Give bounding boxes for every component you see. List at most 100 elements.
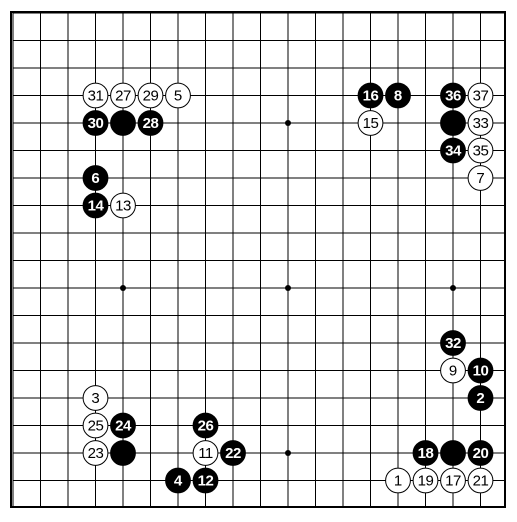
- white-stone[interactable]: 17: [440, 467, 466, 494]
- move-number: 1: [394, 473, 402, 490]
- stone-disc: [440, 440, 466, 466]
- black-stone[interactable]: 24: [110, 412, 136, 439]
- white-stone[interactable]: 27: [110, 82, 136, 109]
- white-stone[interactable]: 5: [165, 82, 191, 109]
- stone-disc: [82, 82, 109, 109]
- stone-disc: [467, 137, 494, 164]
- move-number: 10: [473, 363, 489, 380]
- white-stone[interactable]: 7: [467, 165, 494, 191]
- black-stone[interactable]: [110, 440, 136, 466]
- move-number: 37: [473, 88, 489, 105]
- move-number: 27: [115, 88, 131, 105]
- stone-disc: [357, 110, 384, 136]
- black-stone[interactable]: [440, 110, 466, 136]
- stone-disc: [192, 412, 219, 439]
- white-stone[interactable]: 29: [137, 82, 164, 109]
- white-stone[interactable]: 11: [192, 440, 219, 466]
- move-number: 21: [473, 473, 489, 490]
- move-number: 22: [225, 445, 241, 462]
- stone-disc: [440, 82, 466, 109]
- stone-disc: [467, 110, 494, 136]
- black-stone[interactable]: 20: [467, 440, 494, 466]
- stone-disc: [137, 82, 164, 109]
- stone-disc: [192, 467, 219, 494]
- stone-disc: [192, 440, 219, 466]
- star-point: [285, 120, 291, 126]
- stone-disc: [467, 385, 494, 411]
- black-stone[interactable]: 34: [440, 137, 466, 164]
- white-stone[interactable]: 35: [467, 137, 494, 164]
- black-stone[interactable]: 12: [192, 467, 219, 494]
- black-stone[interactable]: 26: [192, 412, 219, 439]
- white-stone[interactable]: 19: [412, 467, 439, 494]
- stone-disc: [440, 330, 466, 356]
- stone-disc: [412, 467, 439, 494]
- move-number: 5: [174, 88, 182, 105]
- white-stone[interactable]: 15: [357, 110, 384, 136]
- black-stone[interactable]: 16: [357, 82, 384, 109]
- stone-disc: [357, 82, 384, 109]
- move-number: 34: [445, 143, 462, 160]
- black-stone[interactable]: 28: [137, 110, 164, 136]
- white-stone[interactable]: 25: [82, 412, 109, 439]
- move-number: 23: [88, 445, 104, 462]
- black-stone[interactable]: [440, 440, 466, 466]
- move-number: 8: [394, 88, 402, 105]
- move-number: 20: [473, 445, 489, 462]
- stone-disc: [220, 440, 246, 466]
- move-number: 17: [445, 473, 461, 490]
- black-stone[interactable]: [110, 110, 136, 136]
- black-stone[interactable]: 30: [82, 110, 109, 136]
- stone-disc: [82, 110, 109, 136]
- stone-disc: [82, 440, 109, 466]
- stone-disc: [440, 137, 466, 164]
- black-stone[interactable]: 36: [440, 82, 466, 109]
- black-stone[interactable]: 4: [165, 467, 191, 494]
- stone-disc: [467, 467, 494, 494]
- stone-disc: [82, 412, 109, 439]
- move-number: 28: [143, 115, 159, 132]
- white-stone[interactable]: 33: [467, 110, 494, 136]
- move-number: 9: [449, 363, 457, 380]
- stone-disc: [467, 357, 494, 384]
- black-stone[interactable]: 6: [82, 165, 109, 191]
- white-stone[interactable]: 23: [82, 440, 109, 466]
- black-stone[interactable]: 14: [82, 192, 109, 219]
- white-stone[interactable]: 3: [82, 385, 109, 411]
- move-number: 24: [115, 418, 132, 435]
- black-stone[interactable]: 8: [385, 82, 411, 109]
- stone-disc: [385, 82, 411, 109]
- stone-disc: [412, 440, 439, 466]
- stone-disc: [137, 110, 164, 136]
- black-stone[interactable]: 22: [220, 440, 246, 466]
- move-number: 15: [363, 115, 379, 132]
- white-stone[interactable]: 9: [440, 357, 466, 384]
- white-stone[interactable]: 21: [467, 467, 494, 494]
- move-number: 3: [91, 390, 99, 407]
- move-number: 4: [174, 473, 183, 490]
- star-point: [450, 285, 456, 291]
- move-number: 30: [88, 115, 104, 132]
- move-number: 16: [363, 88, 379, 105]
- move-number: 26: [198, 418, 214, 435]
- move-number: 35: [473, 143, 489, 160]
- white-stone[interactable]: 31: [82, 82, 109, 109]
- black-stone[interactable]: 10: [467, 357, 494, 384]
- white-stone[interactable]: 13: [110, 192, 136, 219]
- move-number: 14: [88, 198, 105, 215]
- move-number: 32: [445, 335, 461, 352]
- white-stone[interactable]: 37: [467, 82, 494, 109]
- black-stone[interactable]: 32: [440, 330, 466, 356]
- move-number: 18: [418, 445, 434, 462]
- stone-disc: [110, 192, 136, 219]
- move-number: 19: [418, 473, 434, 490]
- star-point: [120, 285, 126, 291]
- move-number: 7: [476, 170, 484, 187]
- black-stone[interactable]: 2: [467, 385, 494, 411]
- white-stone[interactable]: 1: [385, 467, 411, 494]
- black-stone[interactable]: 18: [412, 440, 439, 466]
- stone-disc: [440, 357, 466, 384]
- move-number: 2: [476, 390, 484, 407]
